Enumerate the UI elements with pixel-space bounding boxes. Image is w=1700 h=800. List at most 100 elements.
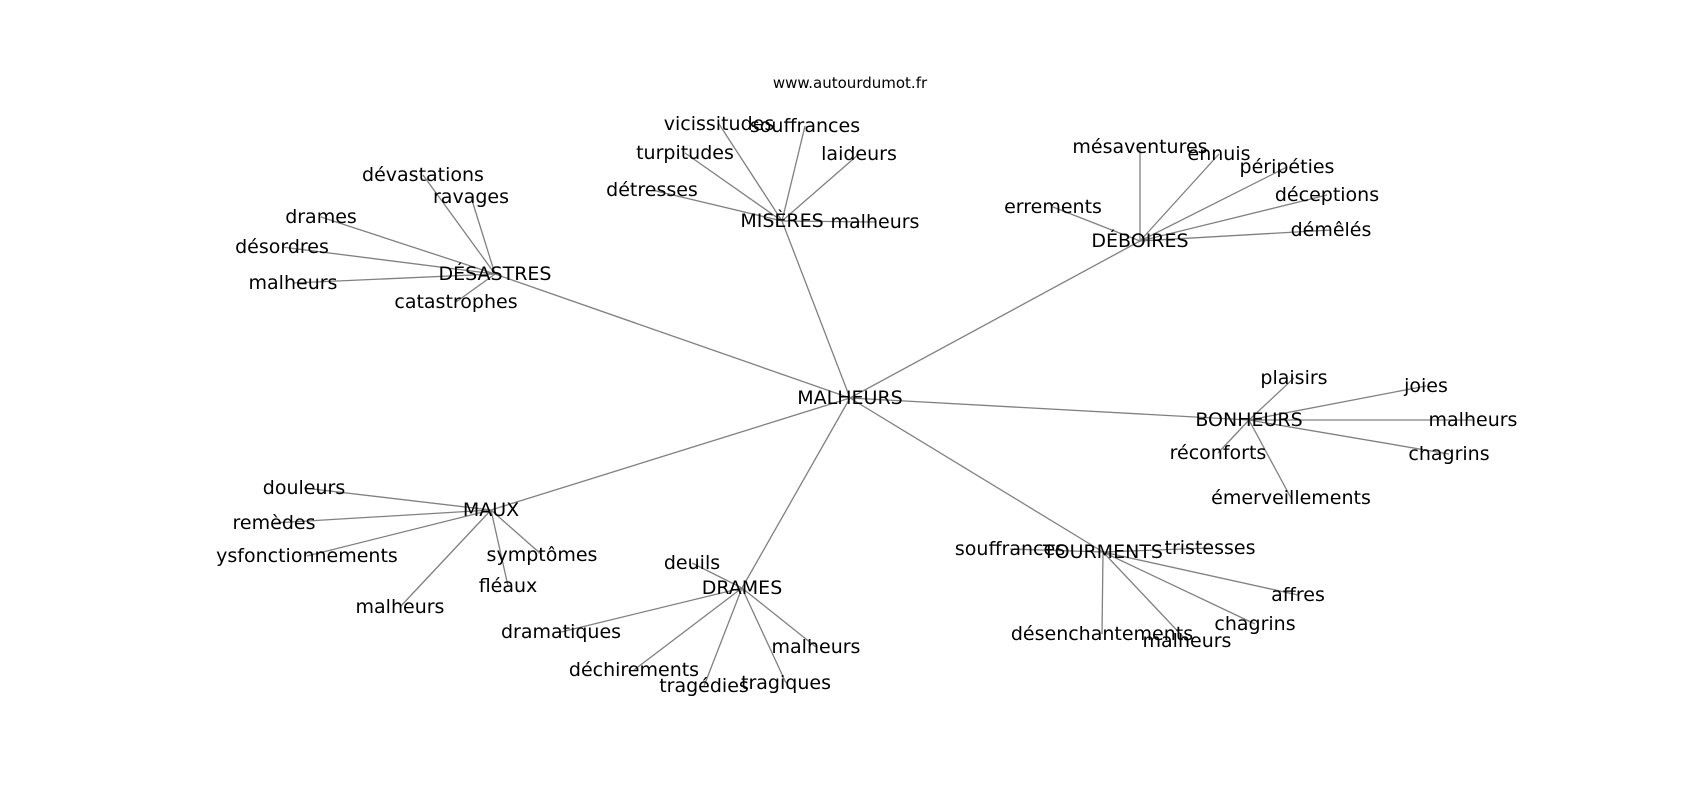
word-node-5-4[interactable]: tragédies — [659, 675, 749, 697]
word-node-3-1[interactable]: joies — [1403, 375, 1448, 397]
word-node-1-4[interactable]: détresses — [606, 179, 698, 201]
word-node-4-4[interactable]: désenchantements — [1011, 623, 1193, 645]
edge-3-1 — [1248, 385, 1427, 421]
word-node-3-5[interactable]: émerveillements — [1211, 487, 1371, 509]
cluster-node-2[interactable]: DÉBOIRES — [1091, 229, 1188, 252]
word-node-6-2[interactable]: ysfonctionnements — [216, 545, 398, 567]
edge-1-0 — [718, 123, 783, 222]
edge-0-4 — [292, 273, 496, 284]
edge-1-3 — [781, 153, 860, 222]
edge-2-2 — [1139, 166, 1288, 242]
edge-3-0 — [1248, 377, 1295, 421]
edge-4-5 — [1102, 551, 1188, 642]
word-node-5-1[interactable]: dramatiques — [501, 621, 621, 643]
word-node-2-5[interactable]: démêlés — [1291, 219, 1372, 241]
edge-3-3 — [1217, 419, 1250, 454]
cluster-node-4[interactable]: TOURMENTS — [1042, 541, 1163, 563]
word-node-6-0[interactable]: douleurs — [263, 477, 345, 499]
source-label[interactable]: www.autourdumot.fr — [773, 74, 928, 92]
word-node-5-5[interactable]: tragiques — [741, 672, 831, 694]
word-node-1-3[interactable]: laideurs — [821, 143, 897, 165]
edge-3-4 — [1248, 419, 1450, 455]
word-node-0-4[interactable]: malheurs — [249, 272, 338, 294]
edge-center-6 — [490, 397, 851, 511]
word-node-2-1[interactable]: ennuis — [1188, 143, 1251, 165]
word-node-0-5[interactable]: catastrophes — [394, 291, 517, 313]
word-node-4-5[interactable]: malheurs — [1143, 630, 1232, 652]
edge-4-1 — [1102, 547, 1211, 553]
word-node-3-2[interactable]: malheurs — [1429, 409, 1518, 431]
word-node-5-0[interactable]: deuils — [664, 552, 720, 574]
word-node-0-2[interactable]: drames — [285, 206, 357, 228]
word-node-6-3[interactable]: symptômes — [487, 544, 598, 566]
word-node-1-0[interactable]: vicissitudes — [664, 113, 774, 135]
center-node[interactable]: MALHEURS — [797, 387, 902, 409]
edge-6-2 — [306, 509, 492, 557]
word-node-6-5[interactable]: malheurs — [356, 596, 445, 618]
edge-center-5 — [741, 397, 851, 589]
cluster-node-0[interactable]: DÉSASTRES — [439, 262, 552, 285]
word-node-5-3[interactable]: déchirements — [569, 659, 699, 681]
word-node-1-2[interactable]: turpitudes — [636, 142, 734, 164]
edge-0-0 — [422, 174, 496, 275]
word-node-4-0[interactable]: souffrances — [955, 538, 1065, 560]
edge-6-1 — [273, 509, 492, 524]
edge-2-4 — [1139, 194, 1328, 242]
edge-4-0 — [1009, 548, 1104, 553]
edge-5-3 — [633, 587, 743, 671]
edge-4-3 — [1102, 551, 1256, 625]
edge-1-5 — [781, 220, 876, 223]
word-node-5-2[interactable]: malheurs — [772, 636, 861, 658]
edge-6-5 — [399, 509, 492, 608]
word-node-1-5[interactable]: malheurs — [831, 211, 920, 233]
edge-center-4 — [849, 397, 1104, 553]
edge-center-3 — [849, 397, 1250, 421]
edge-5-5 — [741, 587, 787, 684]
word-node-3-3[interactable]: réconforts — [1170, 442, 1267, 464]
edge-center-0 — [494, 273, 851, 399]
word-node-0-3[interactable]: désordres — [235, 236, 329, 258]
word-node-2-4[interactable]: déceptions — [1275, 184, 1379, 206]
word-node-3-0[interactable]: plaisirs — [1260, 367, 1327, 389]
edge-center-1 — [781, 220, 851, 399]
edge-3-5 — [1248, 419, 1292, 499]
cluster-node-3[interactable]: BONHEURS — [1195, 409, 1302, 431]
edge-6-0 — [303, 487, 492, 511]
edge-6-4 — [490, 509, 509, 587]
word-node-6-1[interactable]: remèdes — [233, 512, 316, 534]
edge-1-1 — [781, 125, 806, 222]
word-node-4-3[interactable]: chagrins — [1214, 613, 1295, 635]
edge-5-4 — [703, 587, 743, 687]
cluster-node-6[interactable]: MAUX — [463, 499, 519, 521]
edge-5-0 — [691, 562, 743, 589]
cluster-node-5[interactable]: DRAMES — [702, 577, 783, 599]
word-node-6-4[interactable]: fléaux — [479, 575, 538, 597]
edge-center-2 — [849, 240, 1141, 399]
edge-2-1 — [1139, 153, 1220, 242]
word-node-0-0[interactable]: dévastations — [362, 164, 484, 186]
edge-2-5 — [1139, 229, 1332, 242]
edge-5-2 — [741, 587, 817, 648]
word-node-2-0[interactable]: mésaventures — [1072, 136, 1207, 158]
edge-0-1 — [470, 196, 496, 275]
word-node-0-1[interactable]: ravages — [433, 186, 509, 208]
word-node-4-2[interactable]: affres — [1271, 584, 1325, 606]
word-node-2-3[interactable]: errements — [1004, 196, 1102, 218]
graph-edges — [273, 123, 1473, 687]
edge-0-2 — [320, 216, 496, 275]
edge-4-4 — [1101, 551, 1104, 635]
edge-6-3 — [490, 509, 543, 556]
edge-0-3 — [281, 246, 496, 275]
edge-4-2 — [1102, 551, 1299, 596]
edge-5-1 — [560, 587, 743, 633]
edge-2-3 — [1052, 206, 1141, 242]
word-node-3-4[interactable]: chagrins — [1408, 443, 1489, 465]
edge-1-4 — [651, 189, 783, 222]
edge-0-5 — [455, 273, 496, 303]
word-node-1-1[interactable]: souffrances — [750, 115, 860, 137]
cluster-node-1[interactable]: MISÈRES — [740, 209, 823, 232]
word-node-4-1[interactable]: tristesses — [1165, 537, 1256, 559]
word-node-2-2[interactable]: péripéties — [1240, 156, 1335, 178]
